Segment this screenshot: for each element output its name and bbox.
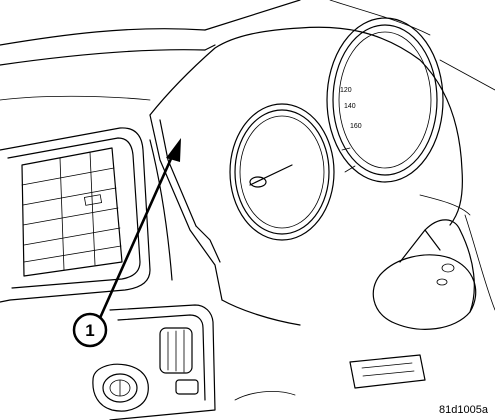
figure-id: 81d1005a bbox=[439, 404, 489, 416]
lower-center-console bbox=[234, 354, 426, 401]
steering-column bbox=[372, 219, 477, 330]
upper-dash-outline bbox=[0, 0, 495, 311]
headlamp-switch-panel bbox=[92, 304, 216, 420]
speedometer-label-120: 120 bbox=[340, 87, 352, 94]
speedometer-label-160: 160 bbox=[350, 123, 362, 130]
tachometer bbox=[229, 103, 335, 241]
callout-number: 1 bbox=[85, 321, 94, 340]
callout-arrow bbox=[98, 138, 181, 320]
air-vent bbox=[0, 127, 173, 303]
speedometer-label-140: 140 bbox=[344, 103, 356, 110]
speedometer: 120 140 160 bbox=[326, 17, 444, 183]
callout-1: 1 bbox=[72, 312, 108, 348]
cluster-bezel bbox=[149, 26, 463, 326]
